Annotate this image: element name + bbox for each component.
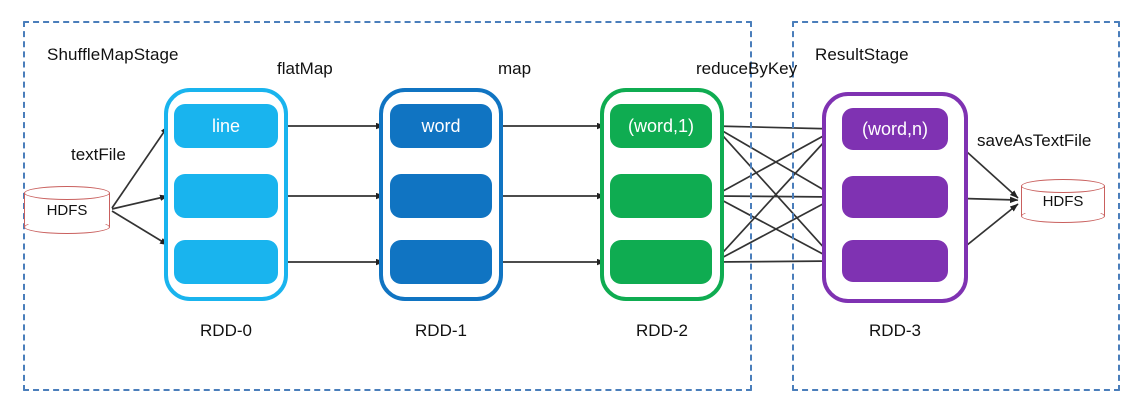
rdd-1-partition-2 <box>390 240 492 284</box>
hdfs-sink-label: HDFS <box>1042 192 1084 210</box>
rdd-caption-rdd-3: RDD-3 <box>869 321 921 340</box>
op-saveastextfile: saveAsTextFile <box>977 131 1092 150</box>
rdd-caption-rdd-2: RDD-2 <box>636 321 688 340</box>
rdd-1-partition-1 <box>390 174 492 218</box>
rdd-caption-rdd-1: RDD-1 <box>415 321 467 340</box>
rdd-3-partition-2 <box>842 240 948 282</box>
op-flatmap: flatMap <box>277 59 333 78</box>
hdfs-sink-top-ellipse <box>1021 179 1105 193</box>
rdd-1-partition-0: word <box>390 104 492 148</box>
rdd-2-partition-label-0: (word,1) <box>627 115 694 136</box>
rdd-0-partition-0: line <box>174 104 278 148</box>
rdd-3-partition-label-0: (word,n) <box>861 118 928 139</box>
rdd-1-partition-label-0: word <box>421 115 461 136</box>
op-reducebykey: reduceByKey <box>696 59 798 78</box>
rdd-2-partition-2 <box>610 240 712 284</box>
rdd-2-partition-1 <box>610 174 712 218</box>
hdfs-source: HDFS <box>24 186 110 234</box>
rdd-0-partition-2 <box>174 240 278 284</box>
hdfs-source-bottom-ellipse <box>24 220 110 234</box>
rdd-0-partition-1 <box>174 174 278 218</box>
hdfs-source-label: HDFS <box>46 201 88 219</box>
rdd-3-partition-0: (word,n) <box>842 108 948 150</box>
hdfs-source-top-ellipse <box>24 186 110 200</box>
stage-frame-result <box>792 21 1120 391</box>
hdfs-sink-bottom-ellipse <box>1021 209 1105 223</box>
op-map: map <box>498 59 532 78</box>
stage-label-shuffle-map: ShuffleMapStage <box>47 45 179 64</box>
op-textfile: textFile <box>71 145 126 164</box>
rdd-2-partition-0: (word,1) <box>610 104 712 148</box>
rdd-3-partition-1 <box>842 176 948 218</box>
hdfs-sink: HDFS <box>1021 179 1105 223</box>
rdd-caption-rdd-0: RDD-0 <box>200 321 252 340</box>
stage-label-result: ResultStage <box>815 45 909 64</box>
rdd-0-partition-label-0: line <box>211 115 241 136</box>
